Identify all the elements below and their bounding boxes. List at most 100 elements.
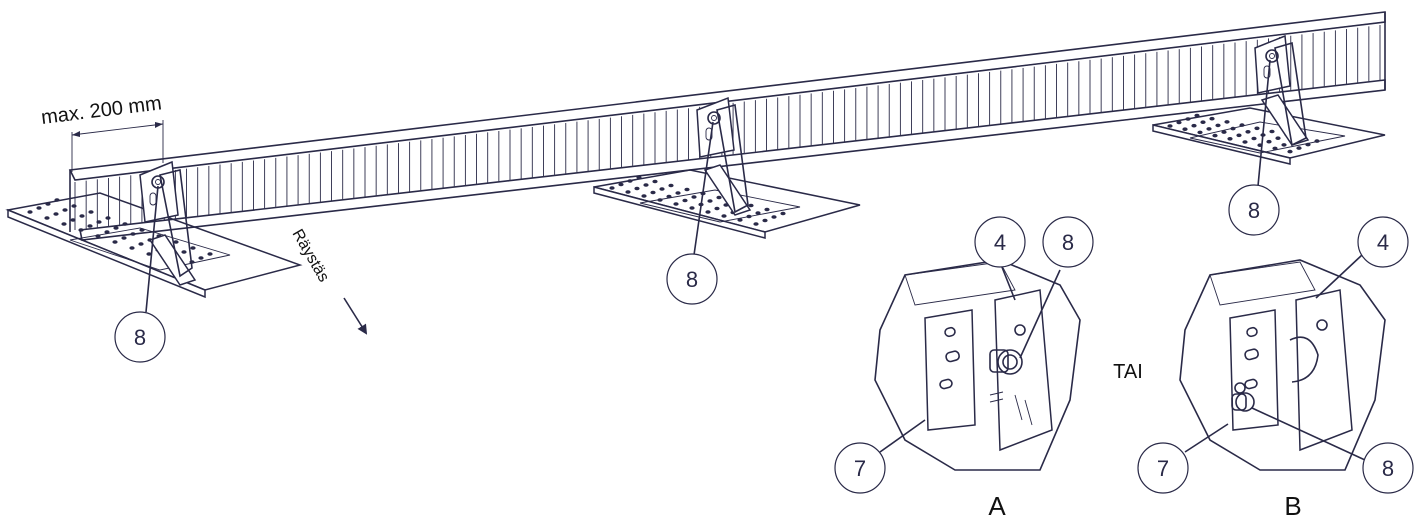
leader-bracket-right [1257,59,1271,187]
alternative-label: TAI [1113,361,1143,383]
plate-hole [1221,130,1227,134]
plate-hole [1269,129,1275,134]
plate-hole [1182,127,1188,131]
plate-hole [666,194,672,199]
dimension-line [71,120,164,172]
plate-hole [1314,139,1320,143]
plate-hole [673,202,679,206]
plate-hole [746,214,752,219]
plate-hole [705,210,711,214]
plate-hole [771,215,777,219]
plate-hole [1227,137,1233,141]
svg-text:8: 8 [1062,230,1074,255]
plate-hole [1191,123,1197,128]
plate-hole [668,183,674,188]
svg-text:4: 4 [994,230,1006,255]
plate-hole [1251,136,1257,141]
plate-hole [1242,140,1248,144]
plate-hole [627,179,633,183]
plate-hole [634,186,640,191]
plate-hole [70,218,76,222]
plate-hole [1209,116,1215,121]
plate-hole [1167,124,1173,128]
callout-bracket-left: 8 [114,311,166,363]
plate-hole [1224,120,1230,124]
plate-hole [780,211,786,216]
plate-hole [95,234,101,238]
plate-hole [79,214,85,218]
direction-arrow [343,297,368,335]
plate-hole [659,187,665,191]
bracket-right [1254,34,1310,147]
callout-detail-a-8: 8 [1042,216,1094,268]
plate-hole [684,187,690,192]
plate-hole [1275,136,1281,140]
plate-hole [181,250,187,254]
detail-b [1179,259,1386,471]
plate-hole [54,198,60,202]
callout-detail-a-7: 7 [834,442,886,494]
plate-hole [112,240,118,244]
plate-hole [1296,146,1302,150]
plate-hole [139,228,145,232]
leader-b-4 [1315,254,1363,299]
detail-b-label: B [1284,491,1301,518]
dimension-label: max. 200 mm [40,92,163,129]
plate-hole [1194,113,1200,118]
plate-hole [62,208,68,212]
leader-a-7 [879,419,926,453]
plate-hole [27,210,33,214]
svg-text:4: 4 [1377,230,1389,255]
plate-hole [737,218,743,222]
plate-hole [87,224,93,228]
plate-hole [753,222,759,226]
leader-b-8 [1251,407,1366,461]
plate-hole [61,222,67,226]
leader-bracket-middle [693,121,714,256]
plate-hole [1212,133,1218,138]
detail-a-label: A [988,491,1006,518]
plate-hole [36,206,42,210]
svg-text:8: 8 [134,325,146,350]
svg-text:8: 8 [1382,456,1394,481]
plate-hole [1200,120,1206,124]
plate-hole [1197,130,1203,135]
plate-hole [618,182,624,187]
plate-hole [113,226,119,230]
plate-hole [755,211,761,215]
plate-hole [44,216,50,220]
svg-text:7: 7 [854,456,866,481]
plate-hole [643,183,649,187]
plate-hole [707,199,713,203]
plate-hole [190,246,196,250]
plate-hole [45,202,51,206]
plate-hole [691,195,697,199]
plate-hole [138,242,144,246]
plate-hole [625,190,631,194]
callout-bracket-right: 8 [1228,184,1280,236]
plate-hole [1281,143,1287,147]
plate-hole [1239,123,1245,127]
svg-text:7: 7 [1157,456,1169,481]
plate-hole [1236,133,1242,138]
plate-hole [1245,130,1251,134]
bracket-middle [696,96,752,216]
plate-hole [641,194,647,198]
callout-detail-a-4: 4 [974,216,1026,268]
plate-hole [682,198,688,203]
direction-label: Räystäs [289,227,333,286]
roof-plate-right [1152,107,1386,165]
callout-bracket-middle: 8 [666,253,718,305]
plate-hole [675,191,681,195]
svg-text:8: 8 [686,267,698,292]
plate-hole [198,256,204,260]
plate-hole [129,246,135,250]
plate-hole [71,204,77,208]
plate-hole [88,210,94,214]
callout-detail-b-7: 7 [1137,442,1189,494]
bracket-left [139,160,197,286]
plate-hole [1206,127,1212,131]
plate-hole [207,252,213,256]
svg-text:8: 8 [1248,198,1260,223]
